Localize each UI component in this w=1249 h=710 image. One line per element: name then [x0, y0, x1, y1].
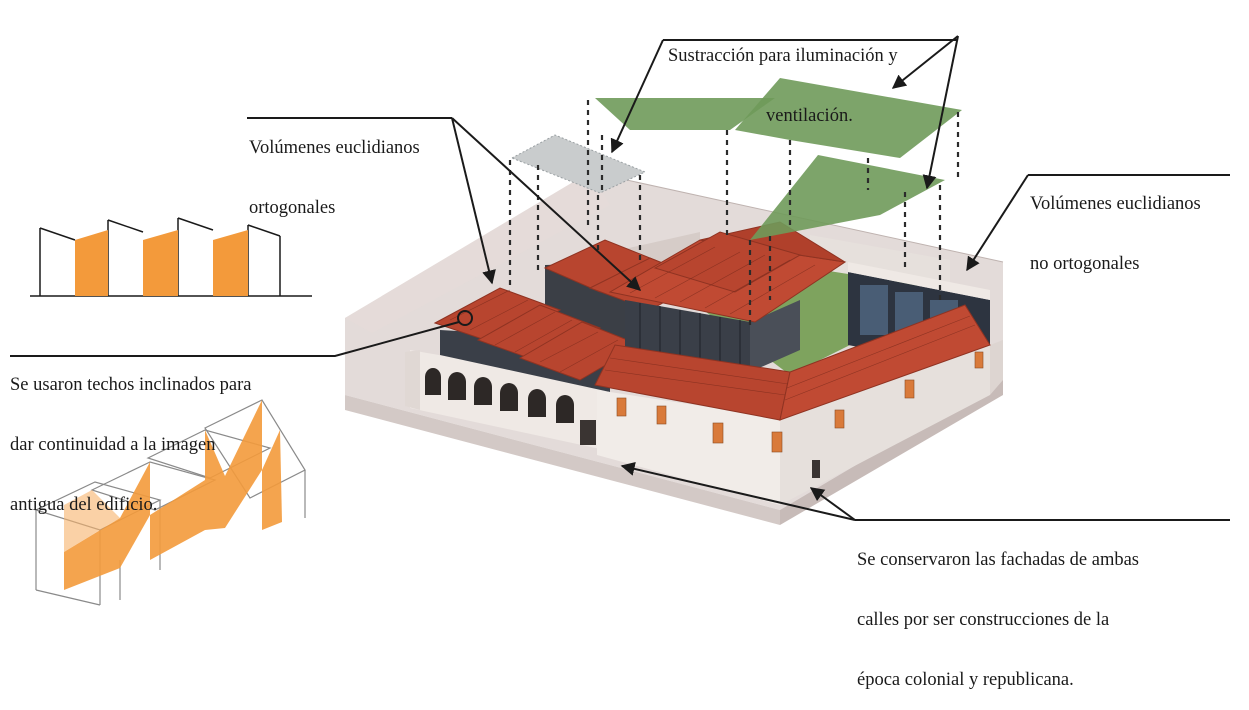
- annotation-sloped-roofs-line-1: Se usaron techos inclinados para: [10, 375, 252, 395]
- annotation-sloped-roofs-line-3: antigua del edificio.: [10, 495, 158, 515]
- leader-lines: [10, 35, 1230, 521]
- annotation-orthogonal: Volúmenes euclidianos ortogonales: [249, 98, 420, 238]
- diagram-canvas: [10, 35, 1230, 606]
- arcade-block: [405, 350, 605, 450]
- annotation-sloped-roofs-line-2: dar continuidad a la imagen: [10, 435, 216, 455]
- central-pavilion: [608, 221, 847, 372]
- annotation-facades-line-1: Se conservaron las fachadas de ambas: [857, 550, 1140, 570]
- subtraction-planes: [510, 78, 962, 240]
- annotation-subtraction-line-2: ventilación.: [766, 106, 853, 126]
- sloped-roof-section-icon: [30, 217, 312, 297]
- annotation-non-orthogonal: Volúmenes euclidianos no ortogonales: [1030, 154, 1201, 294]
- annotation-non-orthogonal-line-2: no ortogonales: [1030, 254, 1140, 274]
- building-axonometric: [405, 221, 1003, 505]
- annotation-subtraction: Sustracción para iluminación y ventilaci…: [668, 6, 898, 146]
- annotation-orthogonal-line-2: ortogonales: [249, 198, 336, 218]
- annotation-subtraction-line-1: Sustracción para iluminación y: [668, 46, 898, 66]
- annotation-sloped-roofs: Se usaron techos inclinados para dar con…: [10, 335, 251, 535]
- annotation-non-orthogonal-line-1: Volúmenes euclidianos: [1030, 194, 1201, 214]
- annotation-facades-line-3: época colonial y republicana.: [857, 670, 1074, 690]
- annotation-facades: Se conservaron las fachadas de ambas cal…: [857, 510, 1139, 710]
- front-l-block: [594, 304, 1003, 505]
- annotation-facades-line-2: calles por ser construcciones de la: [857, 610, 1110, 630]
- sloped-roof-axonometric-icon: [34, 399, 306, 606]
- projection-lines: [508, 100, 960, 330]
- annotation-orthogonal-line-1: Volúmenes euclidianos: [249, 138, 420, 158]
